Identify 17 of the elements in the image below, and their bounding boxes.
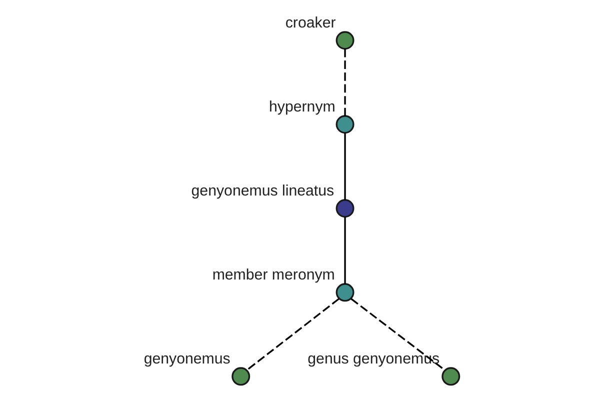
node-circle: [441, 367, 460, 386]
node-label: genus genyonemus: [307, 350, 440, 368]
node-circle: [335, 115, 354, 134]
connector: [350, 298, 445, 371]
node-circle: [335, 199, 354, 218]
node-label: genyonemus lineatus: [190, 182, 334, 200]
connector: [246, 298, 339, 371]
node-label: genyonemus: [143, 350, 230, 368]
node-circle: [231, 367, 250, 386]
node-circle: [335, 283, 354, 302]
node-label: croaker: [284, 14, 336, 32]
connector: [344, 132, 346, 200]
node-label: hypernym: [268, 98, 335, 116]
connector: [344, 216, 346, 284]
node-label: member meronym: [212, 266, 334, 284]
connector: [344, 48, 346, 116]
node-circle: [335, 31, 354, 50]
